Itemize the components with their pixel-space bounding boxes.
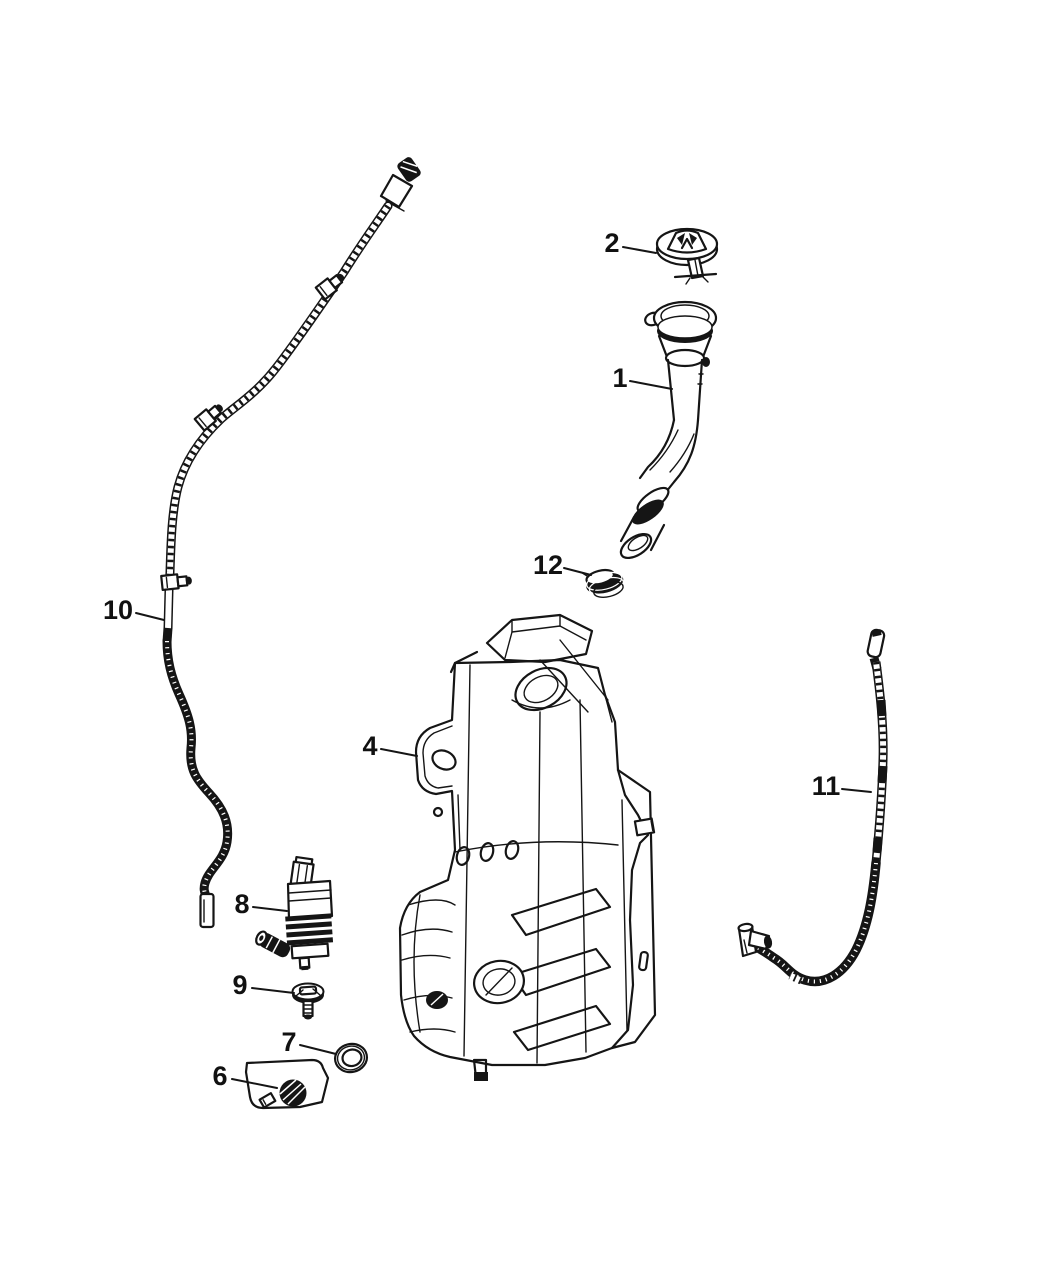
level-sensor-drawing [291, 982, 325, 1020]
leader-line-9 [251, 987, 295, 994]
callout-12: 12 [533, 550, 592, 580]
connector-drawing [244, 1058, 330, 1110]
reservoir-drawing [398, 613, 657, 1081]
leader-line-6 [231, 1078, 278, 1089]
hose-right-drawing [737, 628, 888, 987]
leader-line-10 [135, 612, 165, 621]
leader-line-4 [380, 748, 418, 757]
callout-9: 9 [232, 970, 295, 1000]
callout-label-10: 10 [103, 595, 133, 625]
callouts: 2 1 12 4 10 11 8 9 [103, 228, 872, 1091]
elbow-connector-icon [737, 922, 773, 958]
hose-clip-icon [193, 404, 223, 432]
leader-line-1 [629, 380, 673, 390]
callout-label-1: 1 [612, 363, 627, 393]
neck-grommet-drawing [582, 568, 625, 598]
cap-drawing [655, 227, 719, 285]
pump-drawing [255, 855, 334, 971]
leader-line-12 [563, 567, 592, 576]
callout-8: 8 [234, 889, 288, 919]
leader-line-7 [299, 1044, 337, 1055]
callout-label-8: 8 [234, 889, 249, 919]
hose-clip-icon [314, 273, 345, 301]
callout-7: 7 [281, 1027, 337, 1057]
callout-6: 6 [212, 1061, 278, 1091]
callout-1: 1 [612, 363, 673, 393]
hose-left-drawing [160, 157, 421, 929]
callout-label-9: 9 [232, 970, 247, 1000]
callout-label-11: 11 [812, 771, 841, 801]
leader-line-8 [252, 906, 288, 912]
callout-4: 4 [362, 731, 418, 761]
leader-line-11 [841, 788, 872, 793]
callout-label-4: 4 [362, 731, 377, 761]
callout-label-12: 12 [533, 550, 563, 580]
filler-neck-drawing [619, 300, 718, 560]
leader-line-2 [622, 246, 657, 254]
hose-clip-icon [160, 573, 192, 592]
callout-label-2: 2 [604, 228, 619, 258]
callout-label-7: 7 [281, 1027, 296, 1057]
grommet-ring-drawing [333, 1042, 369, 1074]
callout-11: 11 [812, 771, 872, 801]
callout-10: 10 [103, 595, 165, 625]
callout-label-6: 6 [212, 1061, 227, 1091]
callout-2: 2 [604, 228, 657, 258]
